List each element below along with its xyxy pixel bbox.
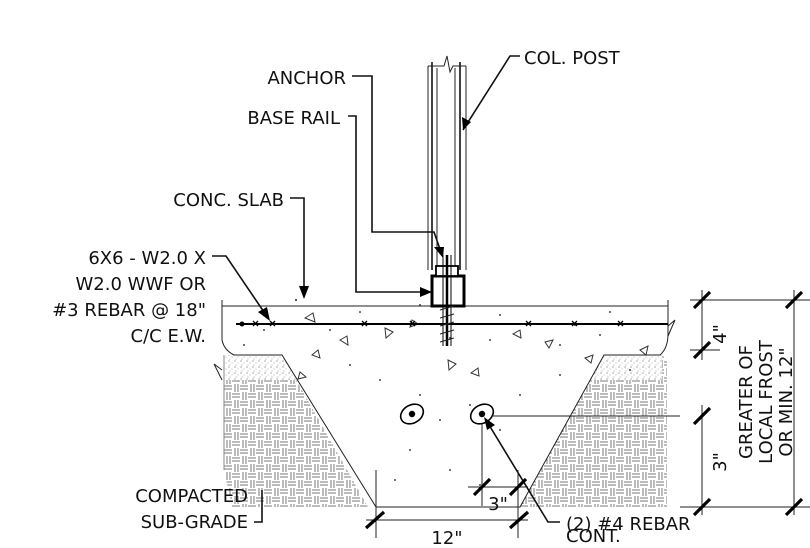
- dim-depth-line2: LOCAL FROST: [756, 339, 777, 464]
- label-rebar-line2: CONT.: [566, 526, 621, 547]
- label-rebar-line1: (2) #4 REBAR: [566, 514, 691, 535]
- dim-slab-thickness: 4": [710, 324, 731, 344]
- wire-mesh: [236, 320, 668, 327]
- label-anchor: ANCHOR: [267, 68, 346, 89]
- subgrade-left: [223, 355, 368, 507]
- dimensions: [364, 290, 810, 538]
- aggregate-dots: [243, 298, 631, 486]
- label-compacted-line2: SUB-GRADE: [141, 512, 248, 533]
- label-wwf-line3: #3 REBAR @ 18": [52, 300, 206, 321]
- subgrade-right: [520, 355, 667, 507]
- column-post: [427, 55, 467, 270]
- dim-depth-line1: GREATER OF: [736, 345, 757, 459]
- label-wwf-line1: 6X6 - W2.0 X: [88, 248, 206, 269]
- label-col-post: COL. POST: [524, 48, 621, 69]
- dim-rebar-spacing: 3": [488, 494, 508, 515]
- leaders: [212, 55, 680, 523]
- label-conc-slab: CONC. SLAB: [173, 190, 284, 211]
- label-compacted-line1: COMPACTED: [135, 486, 248, 507]
- aggregate: [297, 312, 649, 380]
- base-rail: [430, 255, 466, 346]
- dim-footing-width: 12": [431, 528, 462, 548]
- label-wwf-line4: C/C E.W.: [131, 326, 206, 347]
- rebar-bars: [399, 403, 495, 425]
- dim-depth-line3: OR MIN. 12": [776, 347, 797, 456]
- dim-rebar-cover: 3": [710, 452, 731, 472]
- label-wwf-line2: W2.0 WWF OR: [76, 274, 207, 295]
- label-base-rail: BASE RAIL: [247, 108, 340, 129]
